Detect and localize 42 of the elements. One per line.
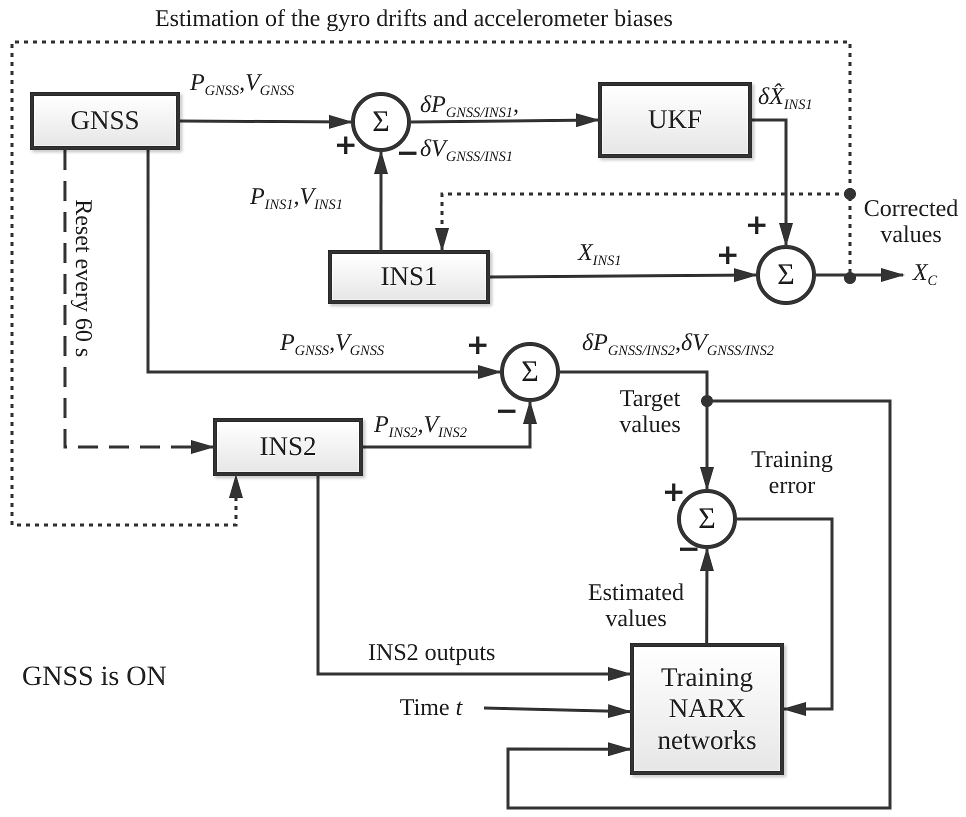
edge-label: P$_{INS1}$,V$_{INS1}$ [250, 184, 343, 214]
process-box: INS2 [213, 418, 363, 476]
process-box: Training NARX networks [630, 643, 784, 775]
edge-label: Estimation of the gyro drifts and accelerometer biases [155, 6, 673, 32]
dashed-arrow [63, 150, 215, 454]
sign-label: + [466, 330, 490, 361]
process-box: UKF [598, 82, 752, 158]
dashed-arrow [10, 40, 852, 526]
annotation-text: Target values [618, 386, 682, 439]
edge-label: δX̂$_{INS1}$ [758, 84, 813, 114]
sign-label: + [745, 210, 768, 241]
sign-label: + [716, 240, 740, 271]
arrow [363, 400, 537, 448]
arrow [506, 370, 892, 810]
edge-label: P$_{INS2}$,V$_{INS2}$ [374, 412, 467, 442]
edge-label: P$_{GNSS}$,V$_{GNSS}$ [190, 70, 294, 100]
edge-label: δP$_{GNSS/INS2}$,δV$_{GNSS/INS2}$ [582, 330, 774, 360]
edge-label: Estimated values [587, 580, 685, 633]
arrow [752, 118, 793, 247]
edge-label: Training error [750, 447, 834, 500]
summing-junction: Σ [756, 245, 816, 305]
edge-label: P$_{GNSS}$,V$_{GNSS}$ [280, 330, 384, 360]
input-label: Time t [378, 692, 484, 724]
annotation-text: Corrected values [862, 196, 960, 249]
arrow [180, 114, 353, 129]
edge-label: INS2 outputs [368, 640, 496, 666]
arrow [737, 518, 834, 716]
edge-label: X$_{INS1}$ [578, 240, 622, 270]
output-label: X$_{C}$ [903, 258, 947, 292]
edge-label: Reset every 60 s [70, 199, 96, 358]
arrow [484, 704, 632, 718]
process-box: GNSS [30, 92, 180, 150]
arrow [146, 150, 502, 379]
arrow [316, 476, 632, 682]
edge-label: δP$_{GNSS/INS1}$, δV$_{GNSS/INS1}$ [420, 91, 520, 168]
process-box: INS1 [328, 250, 490, 304]
note-text: GNSS is ON [22, 662, 167, 693]
arrow [490, 268, 758, 282]
arrow [700, 547, 714, 643]
summing-junction: Σ [500, 342, 560, 402]
arrow [374, 150, 388, 250]
arrow [410, 113, 600, 128]
